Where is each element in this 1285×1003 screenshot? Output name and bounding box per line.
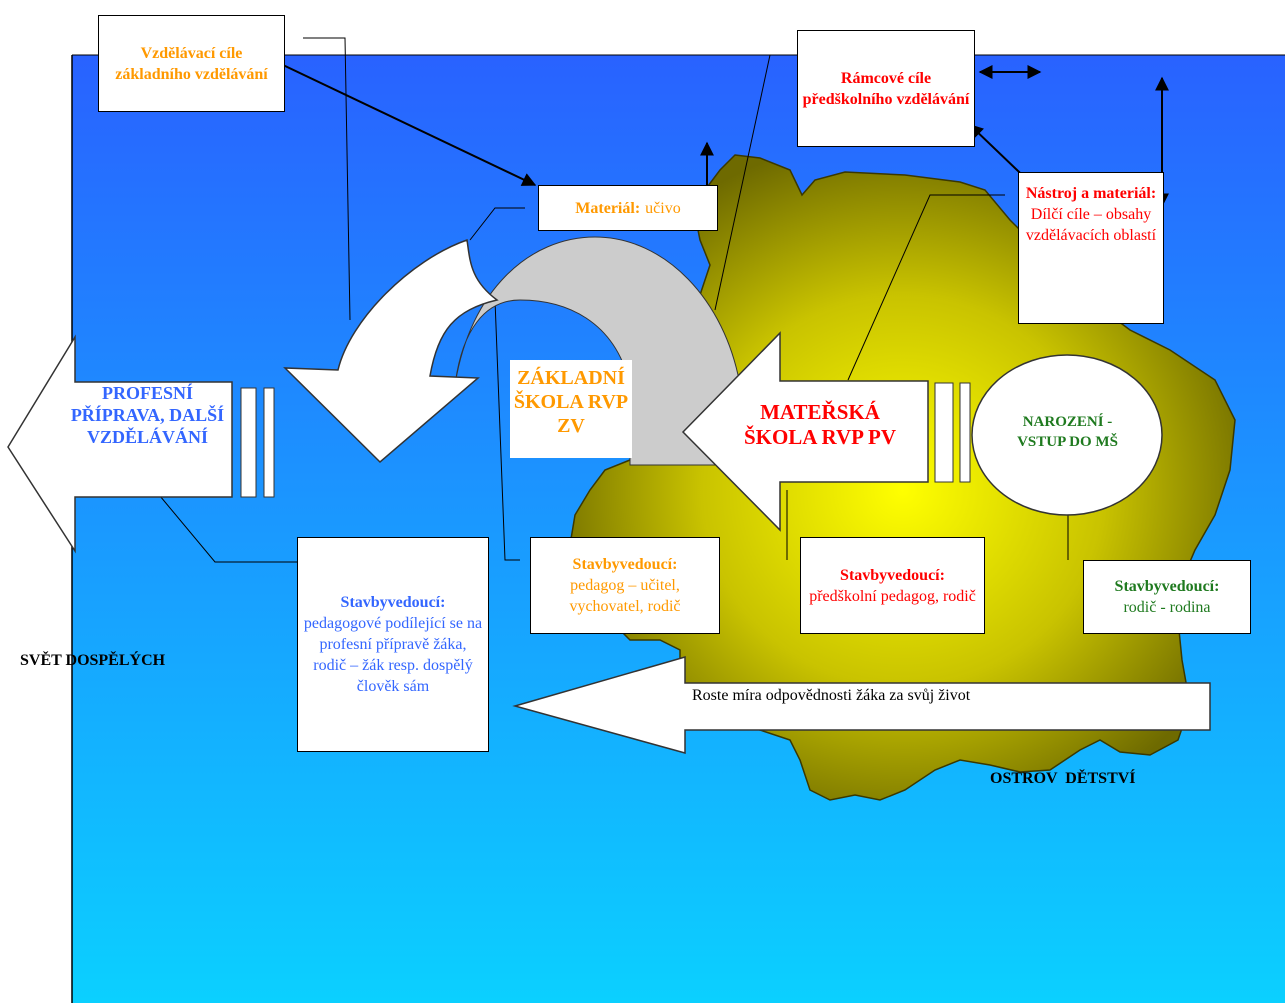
narozeni-label: NAROZENÍ - VSTUP DO MŠ [1017, 414, 1118, 450]
arrow-profesni-shape [7, 334, 233, 554]
pv-goals-box: Rámcové cíle předškolního vzdělávání [797, 30, 975, 147]
arrow-profesni-stripe [263, 387, 275, 498]
curved-arrow-head [283, 238, 499, 464]
builder-label: Stavbyvedoucí: [572, 556, 678, 573]
material-text: učivo [645, 199, 681, 217]
builder-box-profesni: Stavbyvedoucí: pedagogové podílející se … [297, 537, 489, 752]
builder-text: pedagog – učitel, vychovatel, rodič [569, 577, 681, 615]
curved-transition-arrow [454, 236, 741, 466]
builder-text: předškolní pedagog, rodič [809, 587, 976, 605]
childhood-island-label: OSTROV DĚTSTVÍ [990, 770, 1136, 787]
tool-text: Dílčí cíle – obsahy vzdělávacích oblastí [1025, 206, 1157, 244]
arrow-profesni-stripe [240, 387, 257, 498]
arrow-materska-stripe [934, 382, 954, 483]
builder-label: Stavbyvedoucí: [1114, 578, 1220, 595]
arrow-materska-shape [681, 331, 929, 532]
builder-label: Stavbyvedoucí: [340, 594, 446, 611]
zakladni-skola-label: ZÁKLADNÍ ŠKOLA RVP ZV [510, 360, 632, 458]
builder-box-narozeni: Stavbyvedoucí: rodič - rodina [1083, 560, 1251, 634]
builder-text: pedagogové podílející se na profesní pří… [303, 615, 483, 695]
builder-label: Stavbyvedoucí: [840, 566, 945, 584]
responsibility-arrow-shape [512, 656, 1211, 754]
tool-label: Nástroj a materiál: [1025, 185, 1157, 202]
builder-box-materska: Stavbyvedoucí: předškolní pedagog, rodič [800, 537, 985, 634]
builder-box-zakladni: Stavbyvedoucí: pedagog – učitel, vychova… [530, 537, 720, 634]
material-box: Materiál: učivo [538, 185, 718, 231]
arrow-materska-stripe [959, 382, 971, 483]
narozeni-ellipse [971, 354, 1163, 516]
connector-lines [154, 37, 1069, 563]
material-label: Materiál: [575, 199, 641, 217]
builder-text: rodič - rodina [1123, 599, 1211, 616]
zv-goals-box: Vzdělávací cíle základního vzdělávání [98, 15, 285, 112]
responsibility-text: Roste míra odpovědnosti žáka za svůj živ… [692, 687, 971, 704]
materska-skola-label: MATEŘSKÁ ŠKOLA RVP PV [743, 400, 897, 449]
tool-box: Nástroj a materiál: Dílčí cíle – obsahy … [1018, 172, 1164, 324]
adult-world-label: SVĚT DOSPĚLÝCH [20, 652, 166, 669]
profesni-label: PROFESNÍ PŘÍPRAVA, DALŠÍ VZDĚLÁVÁNÍ [70, 383, 225, 447]
